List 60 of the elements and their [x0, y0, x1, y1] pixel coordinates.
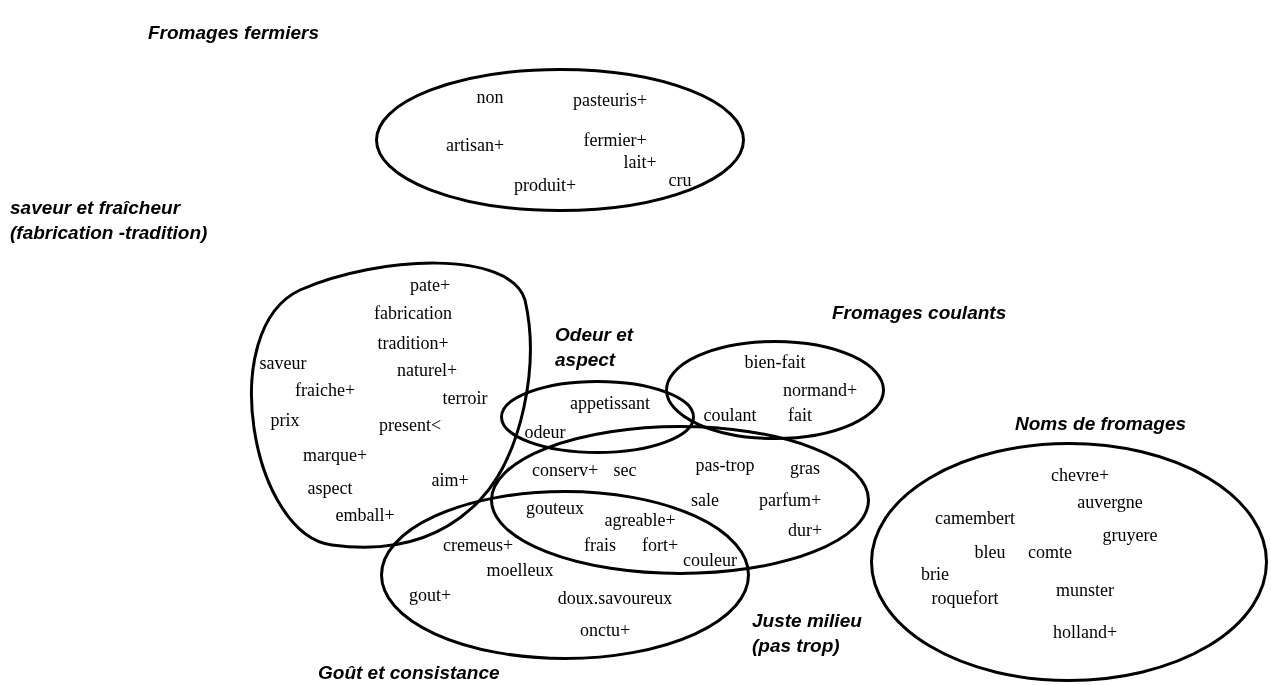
- word-label: doux.savoureux: [557, 589, 673, 607]
- word-label: odeur: [524, 423, 566, 441]
- word-label: tradition+: [377, 334, 449, 352]
- cluster-title: Goût et consistance: [318, 661, 501, 685]
- word-label: pasteuris+: [572, 91, 648, 109]
- cluster-title: Juste milieu (pas trop): [752, 609, 863, 658]
- word-label: pate+: [409, 276, 451, 294]
- word-label: fort+: [641, 536, 679, 554]
- word-label: prix: [270, 411, 300, 429]
- word-label: gras: [790, 459, 820, 477]
- word-label: non: [476, 88, 504, 106]
- word-label: gouteux: [526, 499, 584, 517]
- word-label: fermier+: [583, 131, 647, 149]
- word-label: pas-trop: [695, 456, 755, 474]
- word-label: aspect: [307, 479, 353, 497]
- cluster-title: saveur et fraîcheur (fabrication -tradition): [10, 196, 209, 245]
- word-label: moelleux: [486, 561, 554, 579]
- word-label: aim+: [431, 471, 469, 489]
- word-label: artisan+: [445, 136, 505, 154]
- word-label: cru: [668, 171, 692, 189]
- word-label: munster: [1056, 581, 1114, 599]
- word-label: gruyere: [1102, 526, 1158, 544]
- word-label: present<: [378, 416, 442, 434]
- word-label: agreable+: [604, 511, 676, 529]
- word-label: auvergne: [1077, 493, 1143, 511]
- word-label: fait: [788, 406, 812, 424]
- word-label: emball+: [335, 506, 395, 524]
- word-label: parfum+: [758, 491, 822, 509]
- word-label: onctu+: [579, 621, 631, 639]
- word-label: fabrication: [374, 304, 452, 322]
- word-label: marque+: [302, 446, 368, 464]
- word-label: terroir: [442, 389, 488, 407]
- word-label: lait+: [623, 153, 657, 171]
- word-label: roquefort: [931, 589, 999, 607]
- word-label: brie: [921, 565, 949, 583]
- cluster-title: Odeur et aspect: [555, 323, 635, 372]
- cluster-title: Noms de fromages: [1015, 412, 1188, 436]
- word-label: frais: [584, 536, 616, 554]
- word-label: holland+: [1052, 623, 1118, 641]
- word-label: cremeus+: [442, 536, 514, 554]
- word-label: couleur: [683, 551, 737, 569]
- word-label: appetissant: [570, 394, 650, 412]
- word-label: saveur: [259, 354, 307, 372]
- word-label: produit+: [513, 176, 577, 194]
- word-label: normand+: [782, 381, 858, 399]
- word-label: gout+: [408, 586, 452, 604]
- word-label: conserv+: [531, 461, 599, 479]
- word-label: naturel+: [396, 361, 458, 379]
- word-label: comte: [1028, 543, 1072, 561]
- word-label: fraiche+: [294, 381, 356, 399]
- word-label: sec: [613, 461, 637, 479]
- word-label: coulant: [703, 406, 757, 424]
- word-label: camembert: [935, 509, 1015, 527]
- cluster-title: Fromages coulants: [832, 301, 1008, 325]
- word-label: chevre+: [1050, 466, 1110, 484]
- word-label: sale: [691, 491, 719, 509]
- word-label: bleu: [974, 543, 1006, 561]
- word-label: dur+: [787, 521, 823, 539]
- word-label: bien-fait: [744, 353, 806, 371]
- cluster-title: Fromages fermiers: [148, 21, 321, 45]
